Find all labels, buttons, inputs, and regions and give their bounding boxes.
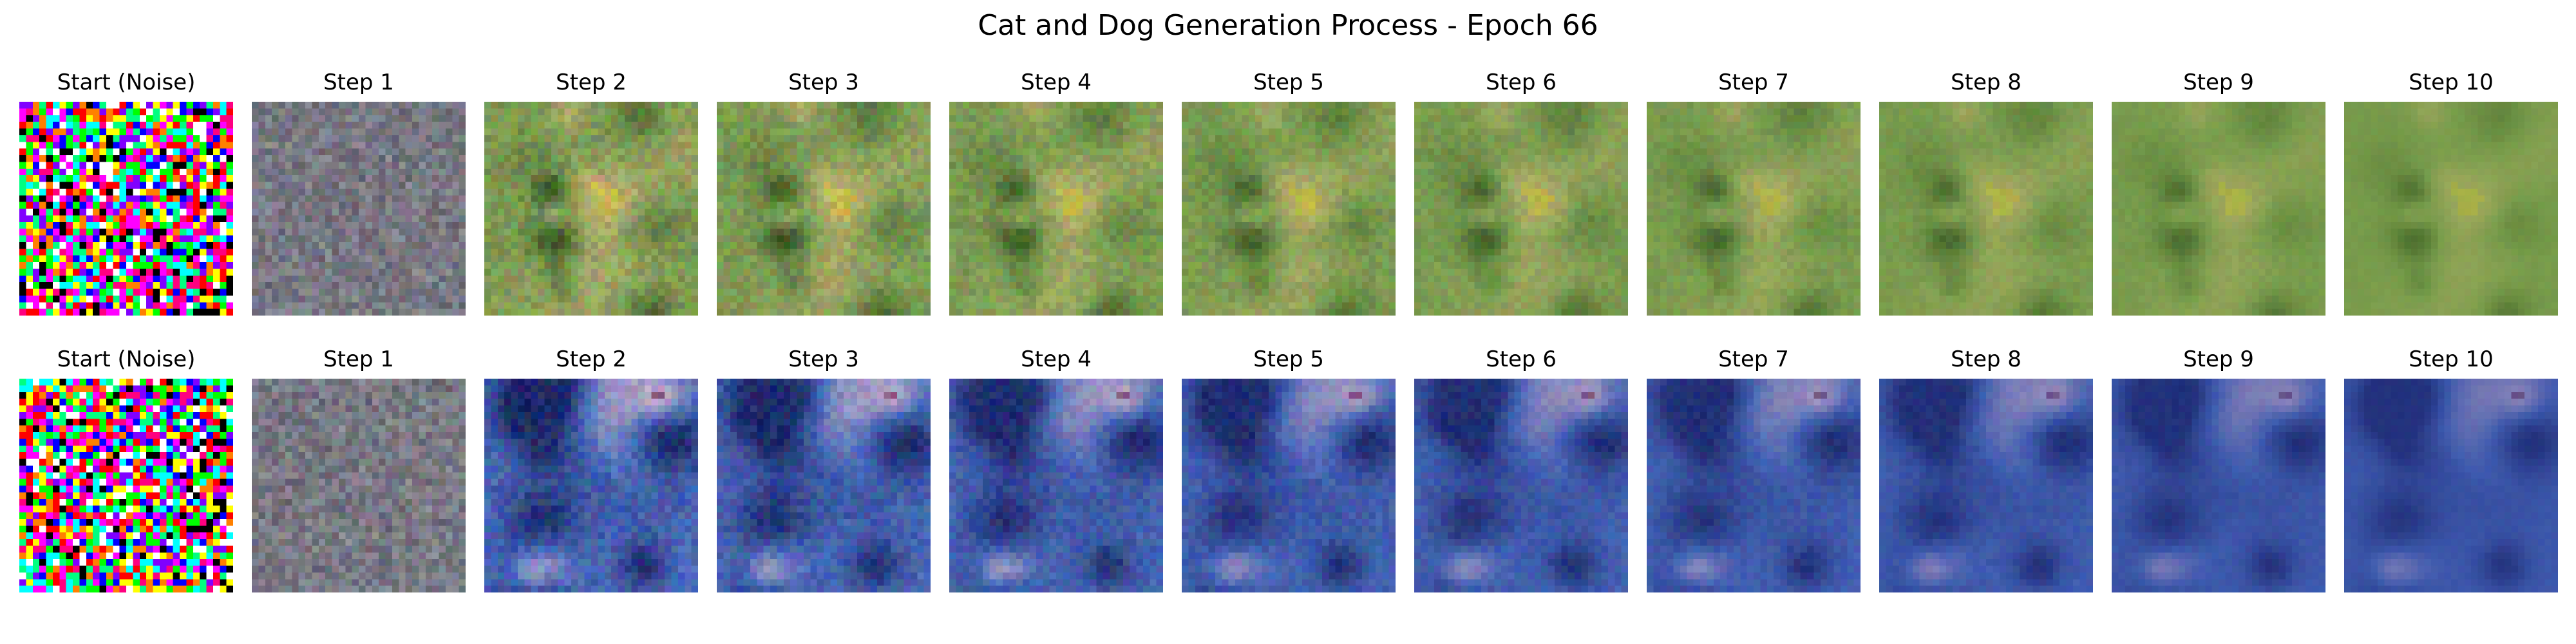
- panel-title: Start (Noise): [57, 70, 196, 95]
- generation-panel: Step 8: [1879, 346, 2093, 592]
- generated-image: [717, 102, 931, 316]
- panel-title: Step 2: [556, 70, 627, 95]
- panel-title: Step 3: [788, 70, 859, 95]
- generation-panel: Step 6: [1414, 346, 1628, 592]
- panel-title: Step 4: [1021, 346, 1092, 372]
- generated-image: [1414, 379, 1628, 592]
- noise-image: [19, 379, 233, 592]
- generation-panel: Step 8: [1879, 70, 2093, 316]
- generation-panel: Step 10: [2344, 346, 2558, 592]
- generated-image: [1182, 102, 1396, 316]
- generated-image: [252, 379, 466, 592]
- generation-panel: Step 9: [2112, 70, 2325, 316]
- generated-image: [484, 102, 698, 316]
- panel-title: Start (Noise): [57, 346, 196, 372]
- panel-title: Step 5: [1253, 70, 1324, 95]
- generation-panel: Step 4: [949, 346, 1163, 592]
- generation-panel: Step 3: [717, 70, 931, 316]
- generated-image: [717, 379, 931, 592]
- panel-title: Step 9: [2183, 70, 2254, 95]
- panel-title: Step 1: [323, 70, 394, 95]
- generation-panel: Step 2: [484, 70, 698, 316]
- panel-title: Step 4: [1021, 70, 1092, 95]
- panel-title: Step 7: [1718, 346, 1789, 372]
- panel-title: Step 8: [1951, 70, 2022, 95]
- generated-image: [1647, 379, 1861, 592]
- noise-image: [19, 102, 233, 316]
- panel-title: Step 10: [2409, 346, 2494, 372]
- generated-image: [1879, 102, 2093, 316]
- panel-title: Step 8: [1951, 346, 2022, 372]
- generation-panel: Start (Noise): [19, 70, 233, 316]
- generated-image: [2344, 102, 2558, 316]
- generation-panel: Step 5: [1182, 70, 1396, 316]
- generation-panel: Step 9: [2112, 346, 2325, 592]
- figure-title: Cat and Dog Generation Process - Epoch 6…: [978, 9, 1598, 42]
- generated-image: [484, 379, 698, 592]
- generation-panel: Start (Noise): [19, 346, 233, 592]
- generated-image: [949, 379, 1163, 592]
- generated-image: [1647, 102, 1861, 316]
- panel-title: Step 1: [323, 346, 394, 372]
- generation-panel: Step 1: [252, 346, 466, 592]
- generated-image: [252, 102, 466, 316]
- generated-image: [2112, 102, 2325, 316]
- generated-image: [949, 102, 1163, 316]
- panel-title: Step 10: [2409, 70, 2494, 95]
- generated-image: [1182, 379, 1396, 592]
- generation-panel: Step 7: [1647, 70, 1861, 316]
- panel-title: Step 6: [1486, 346, 1557, 372]
- generation-panel: Step 3: [717, 346, 931, 592]
- generation-panel: Step 7: [1647, 346, 1861, 592]
- panel-title: Step 7: [1718, 70, 1789, 95]
- generated-image: [1414, 102, 1628, 316]
- panel-title: Step 2: [556, 346, 627, 372]
- generation-panel: Step 1: [252, 70, 466, 316]
- generation-panel: Step 5: [1182, 346, 1396, 592]
- generated-image: [1879, 379, 2093, 592]
- generation-panel: Step 10: [2344, 70, 2558, 316]
- generated-image: [2112, 379, 2325, 592]
- generated-image: [2344, 379, 2558, 592]
- generation-panel: Step 4: [949, 70, 1163, 316]
- panel-title: Step 6: [1486, 70, 1557, 95]
- panel-title: Step 5: [1253, 346, 1324, 372]
- panel-title: Step 3: [788, 346, 859, 372]
- panel-title: Step 9: [2183, 346, 2254, 372]
- generation-panel: Step 6: [1414, 70, 1628, 316]
- generation-panel: Step 2: [484, 346, 698, 592]
